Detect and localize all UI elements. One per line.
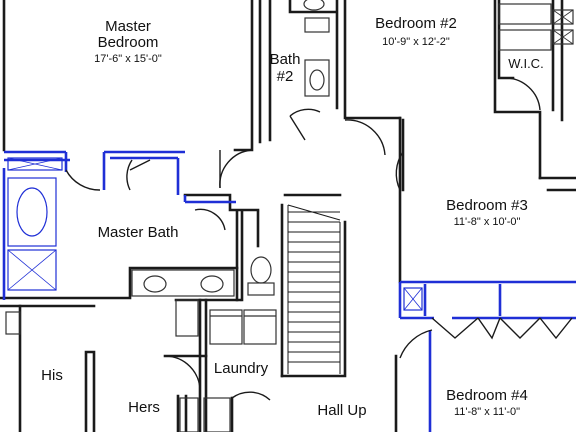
master-bath-label: Master Bath: [98, 224, 179, 241]
shower-icon: [7, 249, 57, 291]
hers-label: Hers: [128, 399, 160, 416]
bath-2-label: #2: [277, 68, 294, 85]
bedroom-3-dims: 11'-8" x 10'-0": [454, 216, 521, 228]
hall-up-label: Hall Up: [317, 402, 366, 419]
his-label: His: [41, 367, 63, 384]
closet-box-icon: [552, 29, 574, 45]
washer-icon: [209, 309, 243, 345]
bath-2-label: Bath: [270, 51, 301, 68]
master-bedroom-label: Master: [105, 18, 151, 35]
room-labels: Master Bedroom 17'-6" x 15'-0" Bath #2 B…: [41, 15, 544, 419]
highlight-walls: [2, 150, 576, 432]
dryer-icon: [243, 309, 277, 345]
bedroom-2-label: Bedroom #2: [375, 15, 457, 32]
bedroom-3-label: Bedroom #3: [446, 197, 528, 214]
toilet-icon: [250, 256, 272, 284]
tub-icon: [7, 177, 57, 247]
wic-label: W.I.C.: [508, 56, 543, 71]
bedroom-2-dims: 10'-9" x 12'-2": [382, 36, 450, 48]
bedroom-4-label: Bedroom #4: [446, 387, 528, 404]
closet-box-icon: [552, 9, 574, 25]
stairs: [287, 204, 341, 374]
double-vanity-icon: [131, 269, 235, 297]
laundry-label: Laundry: [214, 360, 269, 377]
vanity-sink-icon: [304, 59, 330, 97]
sink-icon: [200, 275, 224, 293]
toilet-icon: [303, 0, 325, 11]
bedroom-4-dims: 11'-8" x 11'-0": [454, 406, 520, 418]
sink-icon: [143, 275, 167, 293]
master-bedroom-label: Bedroom: [98, 34, 159, 51]
master-bedroom-dims: 17'-6" x 15'-0": [94, 53, 162, 65]
door-swings: [65, 77, 573, 401]
fixtures: [5, 0, 574, 432]
